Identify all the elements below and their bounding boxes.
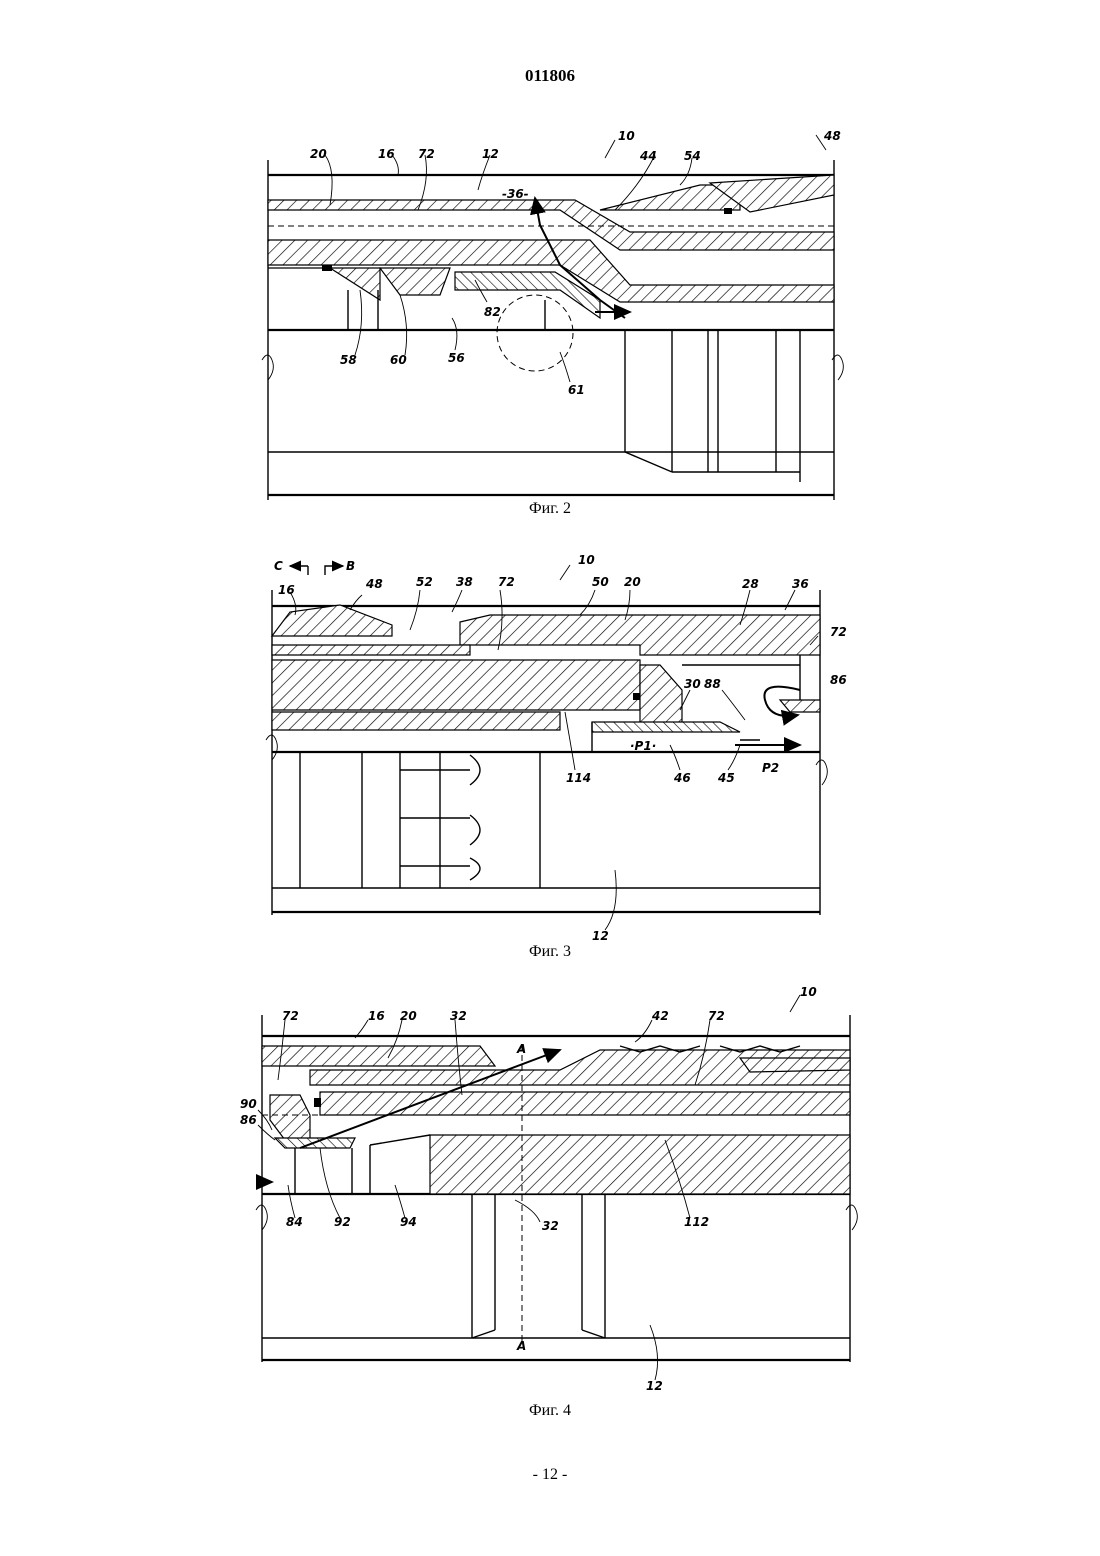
fig4-label-32b: 32 [542, 1219, 559, 1233]
fig4-label-112: 112 [684, 1215, 709, 1229]
fig3-label-28: 28 [742, 577, 759, 591]
fig3-label-P2: P2 [762, 761, 779, 775]
fig4-label-84: 84 [286, 1215, 303, 1229]
fig2-label-12: 12 [482, 147, 499, 161]
fig3-label-12: 12 [592, 929, 609, 940]
fig3-label-30: 30 [684, 677, 701, 691]
fig2-label-61: 61 [568, 383, 585, 397]
fig3-label-88: 88 [704, 677, 721, 691]
fig2-label-48: 48 [823, 129, 841, 143]
fig2-label-60: 60 [390, 353, 407, 367]
figure-3-caption: Фиг. 3 [0, 943, 1100, 961]
fig3-label-50: 50 [592, 575, 609, 589]
figure-2-caption: Фиг. 2 [0, 500, 1100, 518]
fig3-label-114: 114 [566, 771, 591, 785]
fig4-label-72a: 72 [282, 1009, 299, 1023]
fig3-label-16: 16 [278, 583, 295, 597]
fig4-label-86: 86 [240, 1113, 257, 1127]
fig4-label-A1: A [516, 1042, 526, 1056]
fig4-label-92: 92 [334, 1215, 351, 1229]
fig4-label-12: 12 [646, 1379, 663, 1393]
page-number: - 12 - [0, 1466, 1100, 1484]
figure-4-drawing: 72 16 20 32 A 42 72 10 90 86 84 92 94 32… [0, 980, 1100, 1400]
fig3-label-45: 45 [717, 771, 735, 785]
fig2-label-54: 54 [684, 149, 701, 163]
fig3-label-48: 48 [365, 577, 383, 591]
figure-3-drawing: C B 16 48 52 38 72 10 50 20 28 36 72 30 … [0, 540, 1100, 940]
fig3-label-20: 20 [624, 575, 641, 589]
fig2-label-10: 10 [618, 129, 635, 143]
fig4-label-42: 42 [651, 1009, 669, 1023]
fig2-label-36: -36- [502, 187, 529, 201]
fig3-label-P1: ·P1· [630, 739, 656, 753]
fig2-label-56: 56 [448, 351, 465, 365]
fig3-label-46: 46 [673, 771, 691, 785]
fig3-label-38: 38 [456, 575, 473, 589]
fig4-label-A2: A [516, 1339, 526, 1353]
figure-2-drawing: 20 16 72 12 10 44 54 48 -36- 82 58 60 56… [0, 0, 1100, 520]
fig3-label-72b: 72 [830, 625, 847, 639]
fig4-label-10: 10 [800, 985, 817, 999]
fig4-label-90: 90 [240, 1097, 257, 1111]
fig3-label-B: B [346, 559, 355, 573]
fig4-label-94: 94 [400, 1215, 417, 1229]
figure-4-caption: Фиг. 4 [0, 1402, 1100, 1420]
fig4-label-32a: 32 [450, 1009, 467, 1023]
fig3-label-10: 10 [578, 553, 595, 567]
fig4-label-20: 20 [400, 1009, 417, 1023]
fig2-label-20: 20 [310, 147, 327, 161]
fig3-label-52: 52 [416, 575, 433, 589]
fig3-label-86: 86 [830, 673, 847, 687]
fig2-label-82: 82 [484, 305, 501, 319]
fig3-label-C: C [274, 559, 283, 573]
fig4-label-72b: 72 [708, 1009, 725, 1023]
fig3-label-36: 36 [792, 577, 809, 591]
fig2-label-16: 16 [378, 147, 395, 161]
fig4-label-16: 16 [368, 1009, 385, 1023]
fig3-label-72a: 72 [498, 575, 515, 589]
fig2-label-44: 44 [639, 149, 657, 163]
fig2-label-58: 58 [340, 353, 357, 367]
fig2-label-72: 72 [418, 147, 435, 161]
